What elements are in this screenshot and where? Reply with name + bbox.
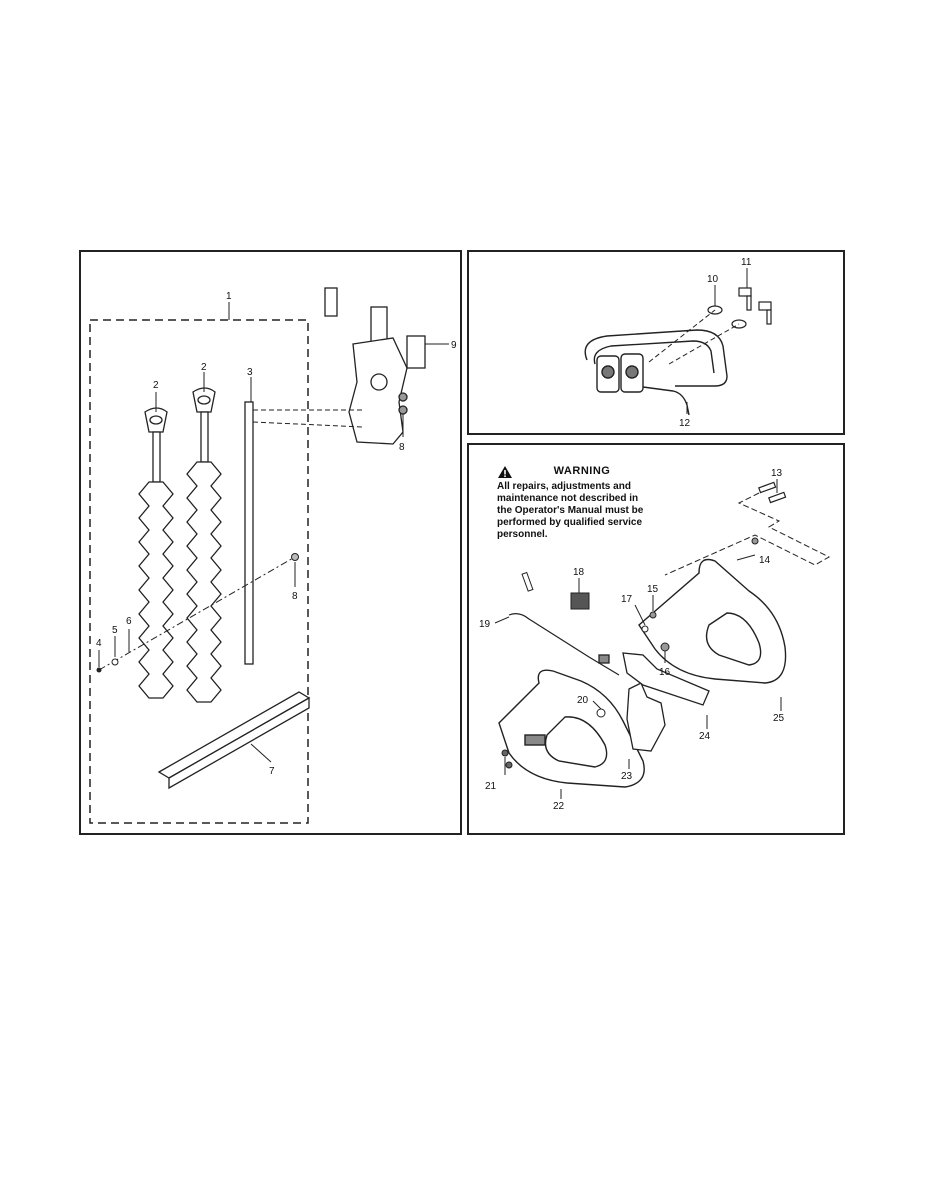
callout-3: 3: [247, 367, 253, 378]
callout-1: 1: [226, 291, 232, 302]
housing-panel: 13 14 15 16 17 18 19 20 21 22 23 24 25 W…: [467, 443, 845, 835]
handle-drawing: 10 11 12: [584, 257, 772, 429]
connecting-bar: [244, 401, 254, 665]
upper-blade: [138, 407, 174, 699]
warning-title: WARNING: [553, 465, 611, 477]
callout-7: 7: [269, 766, 275, 777]
callout-8b: 8: [292, 591, 298, 602]
callout-25: 25: [773, 713, 785, 724]
housing-bolts: [758, 481, 787, 504]
callout-20: 20: [577, 695, 589, 706]
callout-12: 12: [679, 418, 691, 429]
callout-24: 24: [699, 731, 711, 742]
callout-13: 13: [771, 468, 783, 479]
rear-housing: [638, 558, 787, 684]
throttle-trigger: [598, 652, 710, 752]
warning-text: All repairs, adjustments and maintenance…: [497, 481, 644, 540]
throttle-cable: [508, 613, 620, 676]
callout-6: 6: [126, 616, 132, 627]
callout-19: 19: [479, 619, 491, 630]
handle-panel: 10 11 12: [467, 250, 845, 435]
callout-2b: 2: [201, 362, 207, 373]
warning-title-row: WARNING: [497, 465, 667, 478]
callout-10: 10: [707, 274, 719, 285]
callout-9: 9: [451, 340, 457, 351]
blade-guard-rail: [157, 691, 311, 790]
callout-2a: 2: [153, 380, 159, 391]
callout-21: 21: [485, 781, 497, 792]
callout-17: 17: [621, 594, 633, 605]
front-cover: [498, 669, 645, 788]
warning-notice: WARNING All repairs, adjustments and mai…: [497, 465, 667, 541]
handle-bolts: [707, 287, 772, 329]
callout-8a: 8: [399, 442, 405, 453]
ignition-switch: [570, 592, 590, 610]
housing-drawing: 13 14 15 16 17 18 19 20 21 22 23 24 25: [479, 468, 831, 812]
callout-23: 23: [621, 771, 633, 782]
callout-15: 15: [647, 584, 659, 595]
blade-assembly-drawing: 1 2 2 3 4 5 6 7 8 8 9: [89, 287, 457, 824]
callout-22: 22: [553, 801, 565, 812]
callout-14: 14: [759, 555, 771, 566]
callout-5: 5: [112, 625, 118, 636]
lower-blade: [186, 387, 222, 703]
callout-16: 16: [659, 667, 671, 678]
gear-housing: [324, 287, 426, 445]
front-handle: [584, 329, 728, 416]
blade-assembly-panel: 1 2 2 3 4 5 6 7 8 8 9: [79, 250, 462, 835]
callout-18: 18: [573, 567, 585, 578]
callout-4: 4: [96, 638, 102, 649]
kit-dashed-border: [89, 319, 309, 824]
callout-11: 11: [741, 257, 752, 268]
warning-triangle-icon: [498, 466, 512, 478]
